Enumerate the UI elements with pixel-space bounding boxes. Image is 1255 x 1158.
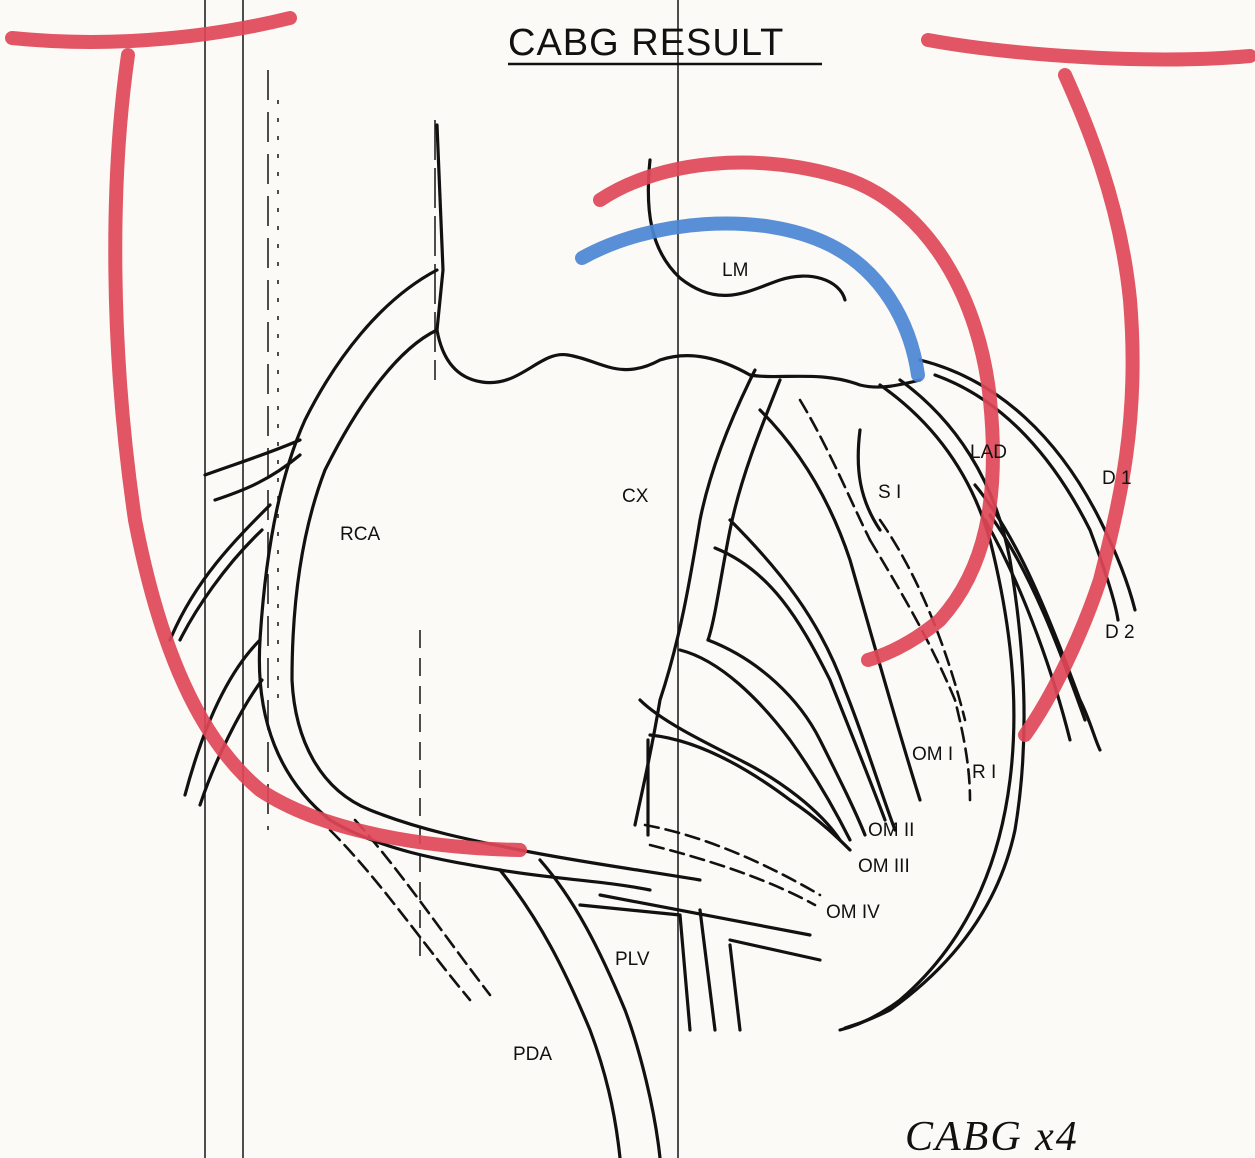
label-om2: OM II — [868, 820, 914, 841]
bypass-grafts — [12, 18, 1250, 850]
label-d2: D 2 — [1105, 622, 1135, 643]
coronary-vessels — [170, 125, 1135, 1158]
label-lad: LAD — [970, 442, 1007, 463]
om3 — [680, 650, 850, 840]
label-om3: OM III — [858, 856, 910, 877]
graft-left-top — [12, 18, 290, 42]
label-s1: S I — [878, 482, 901, 503]
label-plv: PLV — [615, 949, 650, 970]
page-title: CABG RESULT — [508, 22, 784, 64]
label-om4: OM IV — [826, 902, 880, 923]
vessel-labels: LM CX RCA LAD S I D 1 D 2 OM I R I OM II… — [340, 260, 1135, 1065]
label-om1: OM I — [912, 744, 953, 765]
graft-left — [115, 55, 520, 850]
label-rca: RCA — [340, 524, 380, 545]
scan-artifacts — [205, 0, 678, 1158]
left-main — [750, 375, 920, 387]
graft-vein-blue — [582, 223, 918, 375]
label-d1: D 1 — [1102, 468, 1132, 489]
graft-right-top — [928, 40, 1250, 59]
pda — [500, 870, 620, 1158]
label-lm: LM — [722, 260, 748, 281]
s1 — [858, 430, 880, 530]
label-ri: R I — [972, 762, 996, 783]
label-pda: PDA — [513, 1044, 552, 1065]
rca-inner — [292, 330, 700, 880]
label-cx: CX — [622, 486, 649, 507]
handwritten-annotation: CABG x4 — [905, 1114, 1079, 1158]
